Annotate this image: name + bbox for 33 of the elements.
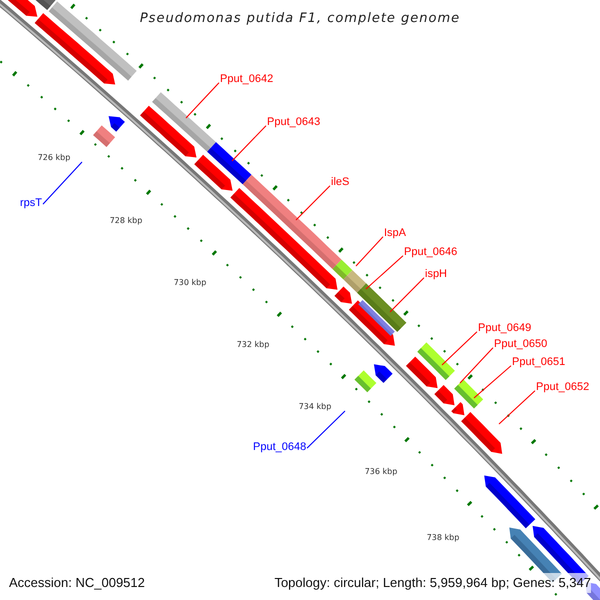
- tick-label: 726 kbp: [38, 153, 70, 163]
- leader-line: [356, 236, 384, 266]
- leader-line: [306, 410, 346, 449]
- leader-line: [390, 277, 424, 312]
- gene-label: ispH: [425, 268, 448, 281]
- gene-label: Pput_0651: [512, 356, 566, 369]
- leader-line: [460, 347, 494, 384]
- title: Pseudomonas putida F1, complete genome: [138, 10, 462, 28]
- gene-label: Pput_0643: [267, 116, 320, 129]
- leader-line: [186, 82, 220, 118]
- tick-label: 728 kbp: [110, 216, 142, 226]
- leader-line: [42, 162, 82, 205]
- tick-label: 738 kbp: [426, 533, 460, 543]
- gene-label: IspA: [384, 227, 406, 240]
- gene-label: Pput_0642: [220, 73, 274, 86]
- leader-line: [498, 390, 536, 424]
- gene-label: Pput_0649: [478, 322, 532, 335]
- tick-label: 736 kbp: [364, 467, 398, 477]
- leader-line: [442, 331, 478, 366]
- tick-label: 734 kbp: [298, 402, 332, 412]
- gene-label: Pput_0648: [253, 441, 306, 454]
- gene-label: Pput_0652: [536, 381, 590, 394]
- leader-line: [296, 185, 330, 220]
- gene-label: Pput_0650: [494, 338, 548, 351]
- tick-label: 730 kbp: [174, 278, 206, 288]
- leader-line: [232, 125, 266, 162]
- gene-label: ileS: [331, 176, 350, 189]
- gene-label: rpsT: [20, 197, 42, 210]
- tick-label: 732 kbp: [236, 340, 270, 350]
- leader-line: [366, 255, 404, 290]
- gene-label: Pput_0646: [404, 246, 458, 259]
- genome-summary-text: Topology: circular; Length: 5,959,964 bp; Genes: 5,347: [274, 573, 591, 592]
- leader-line: [474, 365, 512, 398]
